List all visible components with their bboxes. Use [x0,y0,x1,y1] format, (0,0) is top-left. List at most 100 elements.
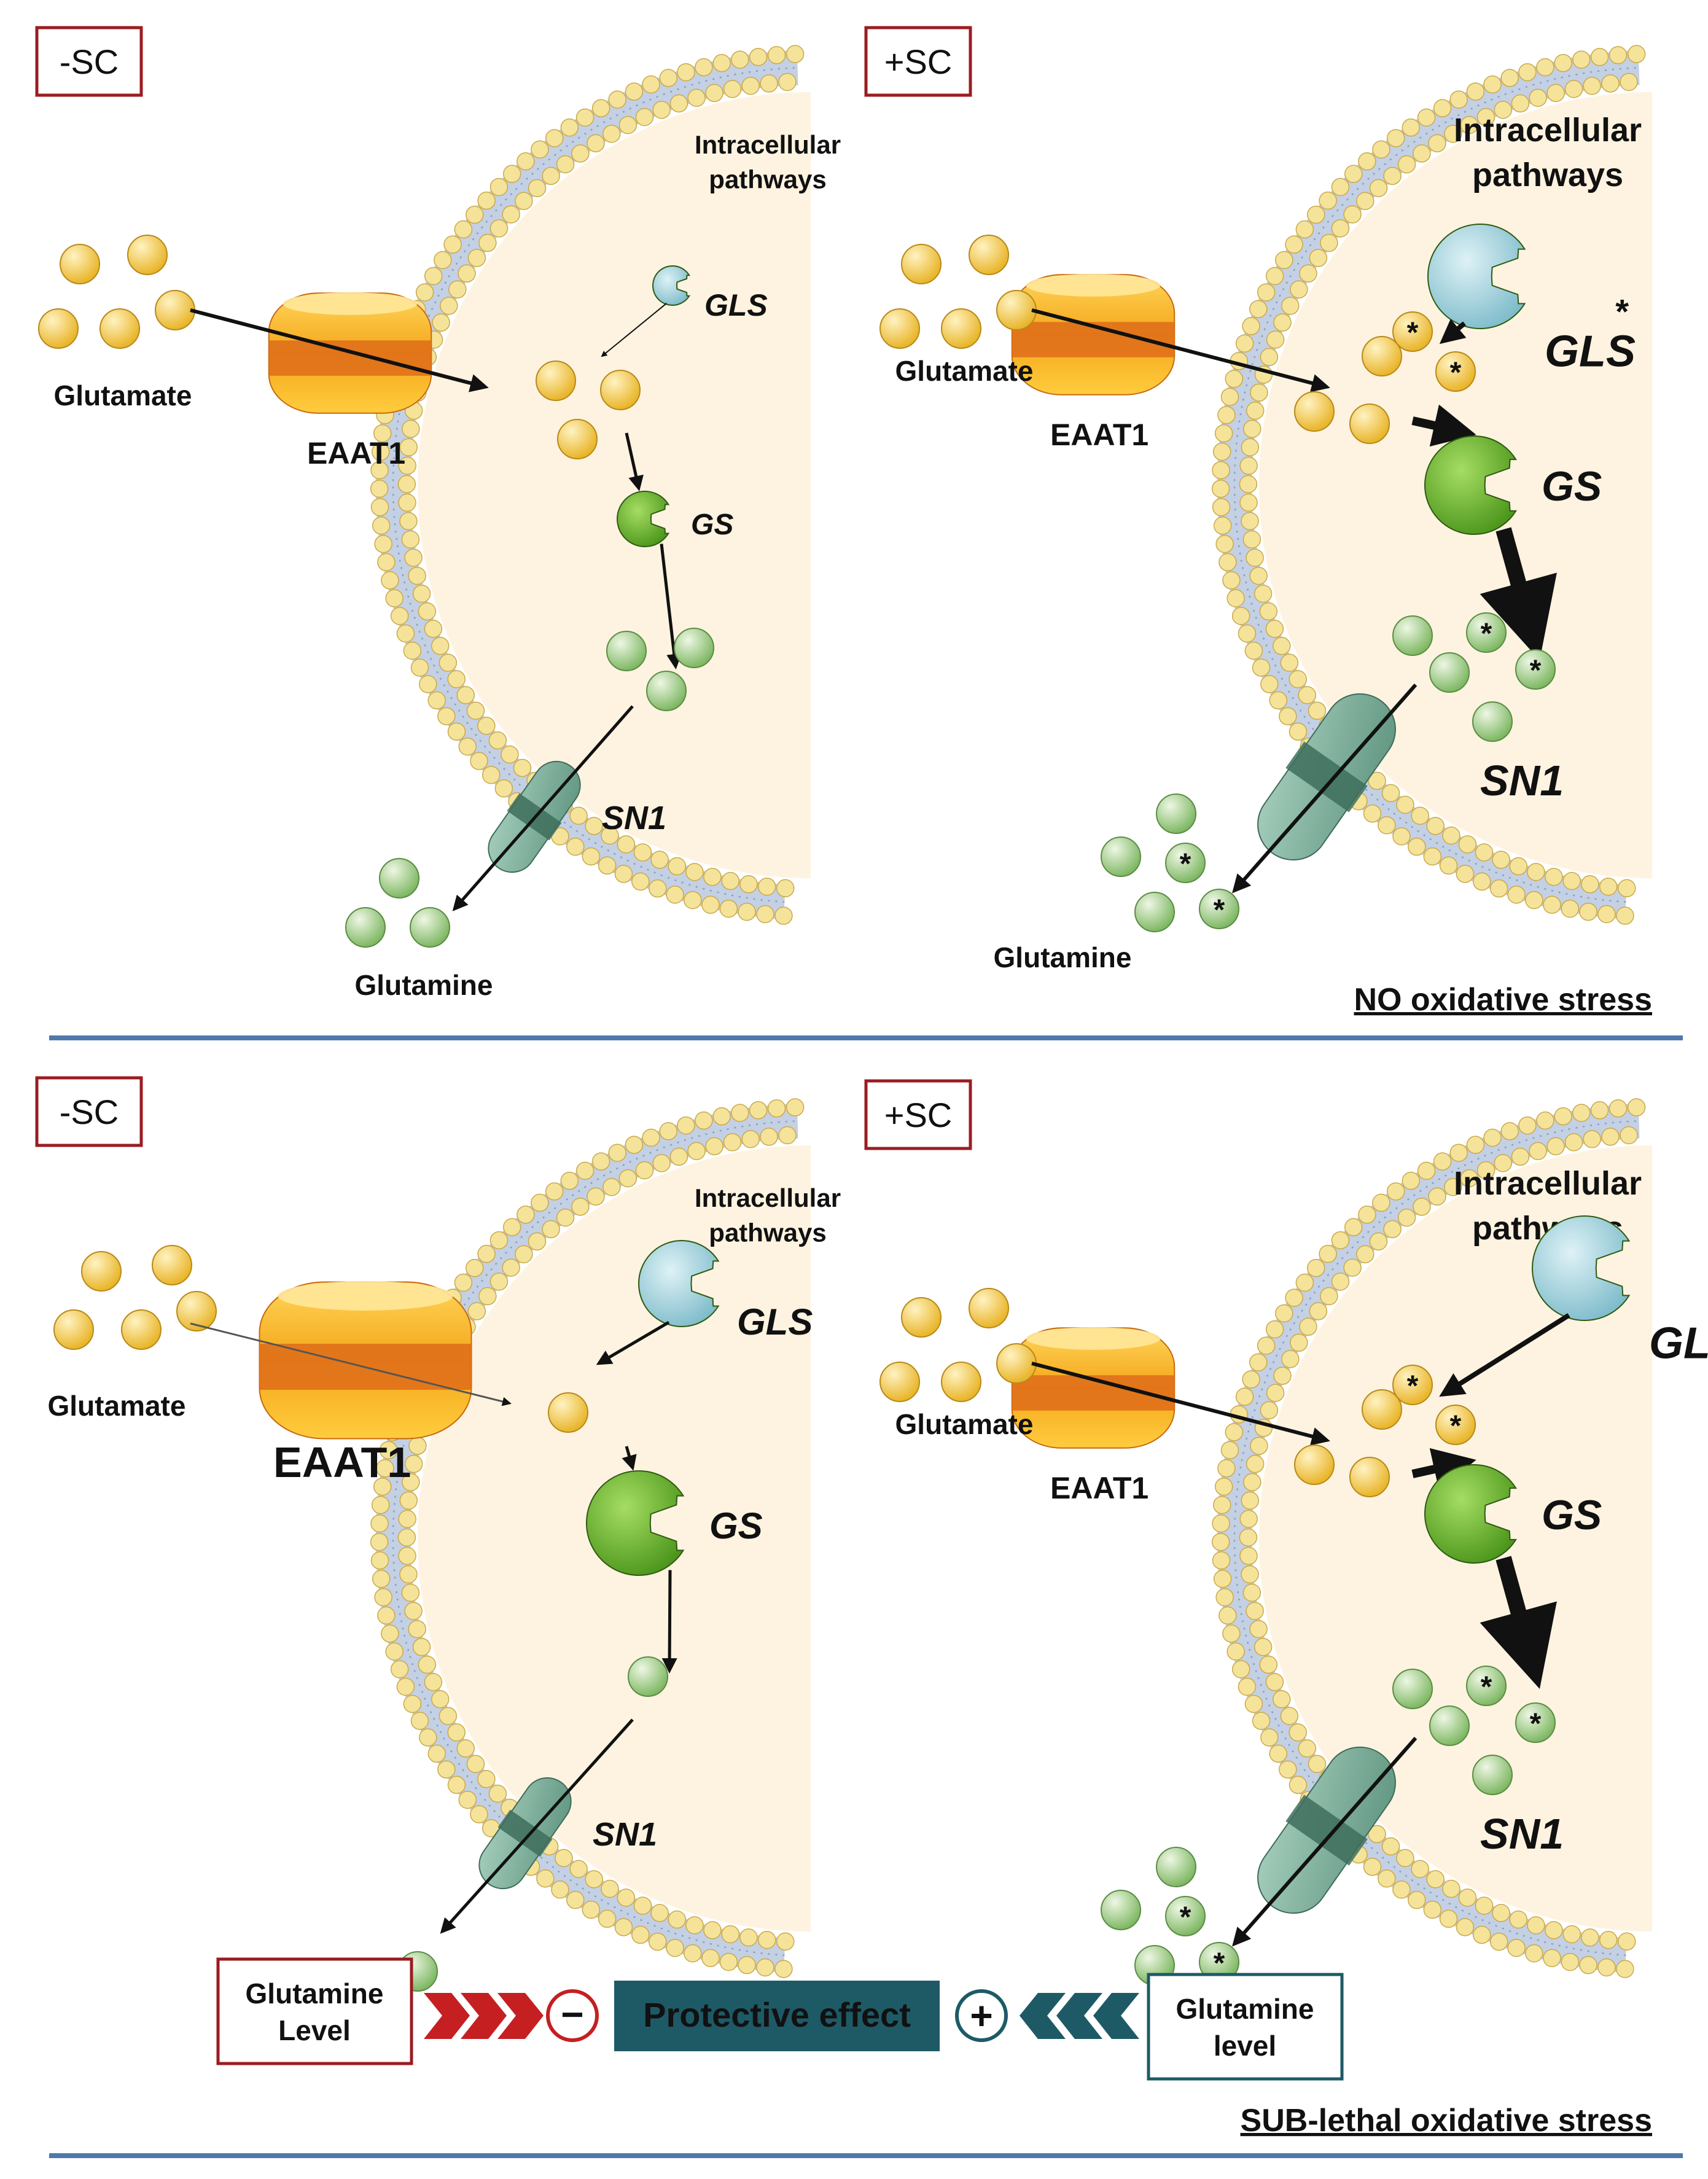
gs-to-gln-arrow [660,544,682,669]
glutamate-molecule [901,244,942,284]
glutamate-molecule: * [1435,1405,1476,1445]
intracellular-line-1: Intracellular [1454,112,1642,149]
eaat1-label: EAAT1 [307,436,405,470]
condition-label: -SC [35,26,143,97]
glutamine-molecule [1429,1705,1470,1746]
asterisk-mark: * [1481,618,1492,650]
glutamine-molecule [1101,836,1141,877]
glu-to-gs-arrow [1411,404,1476,447]
asterisk-mark: * [1214,894,1225,927]
gs-label: GS [1542,1492,1602,1538]
intracellular-line-2: pathways [709,1218,826,1247]
red-chevrons [424,1993,544,2039]
sn1-label: SN1 [593,1816,657,1853]
eaat1-label: EAAT1 [273,1438,411,1486]
condition-text: +SC [884,1096,953,1134]
glutamine-molecule [628,1656,668,1697]
intracellular-line-1: Intracellular [1454,1165,1642,1202]
panel-3: -SCIntracellularpathwaysGLSEAAT1Glutamat… [35,1076,841,1992]
asterisk-mark: * [1481,1671,1492,1704]
glutamate-molecule [941,1362,981,1402]
glutamate-molecule [969,1288,1009,1328]
glutamine-molecule: * [1199,889,1239,929]
sn1-label: SN1 [1480,757,1564,805]
glutamine-molecule [646,671,687,711]
glutamate-label: Glutamate [895,355,1034,387]
glutamine-molecule [1156,793,1196,834]
section-label-top: NO oxidative stress [1354,982,1652,1018]
gls-arrow [601,303,668,357]
box-left-line-1: Glutamine [246,1978,384,2009]
glutamate-molecule [127,235,168,275]
glutamate-influx-arrow [1031,308,1330,392]
asterisk-mark: * [1450,1410,1462,1443]
glutamate-molecule [969,235,1009,275]
glutamate-influx-arrow [1031,1362,1330,1446]
minus-sign: − [561,1992,583,2037]
asterisk-mark: * [1530,1708,1542,1740]
glutamate-molecule [1349,1457,1390,1497]
asterisk-mark: * [1530,655,1542,687]
glutamate-molecule [155,290,195,330]
panel-1: -SCIntracellularpathwaysGLSEAAT1Glutamat… [35,26,841,1001]
glutamate-molecule [548,1392,588,1433]
glutamate-label: Glutamate [895,1408,1034,1440]
glutamate-molecule [879,1362,920,1402]
glutamate-molecule [81,1251,122,1292]
glutamine-molecule [606,631,647,671]
glutamate-molecule [557,419,598,459]
glutamate-molecule [99,308,140,349]
glutamate-molecule [996,290,1037,330]
gs-to-gln-arrow [1480,1556,1557,1690]
glutamate-molecule [879,308,920,349]
glutamine-molecule: * [1515,1702,1556,1743]
glutamine-molecule: * [1515,649,1556,690]
gls-label: GLS [1545,327,1636,376]
gs-label: GS [709,1505,763,1546]
glutamine-molecule [1472,1755,1513,1795]
gs-to-gln-arrow [661,1570,677,1674]
glutamine-molecule [1472,701,1513,742]
intracellular-line-2: pathways [709,165,826,194]
gs-enzyme [616,491,670,547]
asterisk-mark: * [1450,357,1462,389]
intracellular-line-1: Intracellular [695,130,841,159]
glutamate-molecule [1349,403,1390,444]
teal-chevrons [1020,1993,1139,2039]
condition-text: -SC [60,1093,119,1131]
eaat1-transporter [1011,1327,1176,1449]
condition-label: -SC [35,1076,143,1147]
gls-arrow [1439,319,1467,345]
glutamine-label: Glutamine [355,969,493,1001]
glutamate-molecule: * [1392,1365,1433,1405]
eaat1-transporter [1011,274,1176,396]
glutamine-efflux-arrow [452,705,634,911]
glutamine-efflux-arrow [1232,684,1417,894]
glutamine-molecule: * [1466,612,1507,653]
glutamate-molecule: * [1435,351,1476,392]
gls-enzyme [652,265,691,306]
glutamate-molecule: * [1392,311,1433,352]
sn1-transporter [1257,693,1396,861]
panel-2: +SCIntracellularpathwaysGLS*EAAT1Glutama… [864,26,1652,973]
glutamate-molecule [60,244,100,284]
condition-label: +SC [864,1079,972,1150]
gs-enzyme [1424,435,1517,535]
glutamate-molecule [121,1309,162,1350]
condition-label: +SC [864,26,972,97]
glutamate-molecule [1362,1389,1402,1430]
glutamine-molecule [1134,892,1175,932]
gs-label: GS [1542,463,1602,510]
box-right-line-1: Glutamine [1176,1993,1314,2025]
asterisk-mark: * [1180,1901,1191,1934]
glutamine-molecule [674,628,714,668]
gs-label: GS [691,509,733,541]
asterisk-mark: * [1407,317,1419,349]
intracellular-pathways-label: Intracellular pathways [695,1183,841,1247]
glutamine-molecule: * [1165,843,1206,883]
gs-enzyme [1424,1464,1517,1564]
condition-text: +SC [884,42,953,81]
intracellular-line-1: Intracellular [695,1183,841,1212]
